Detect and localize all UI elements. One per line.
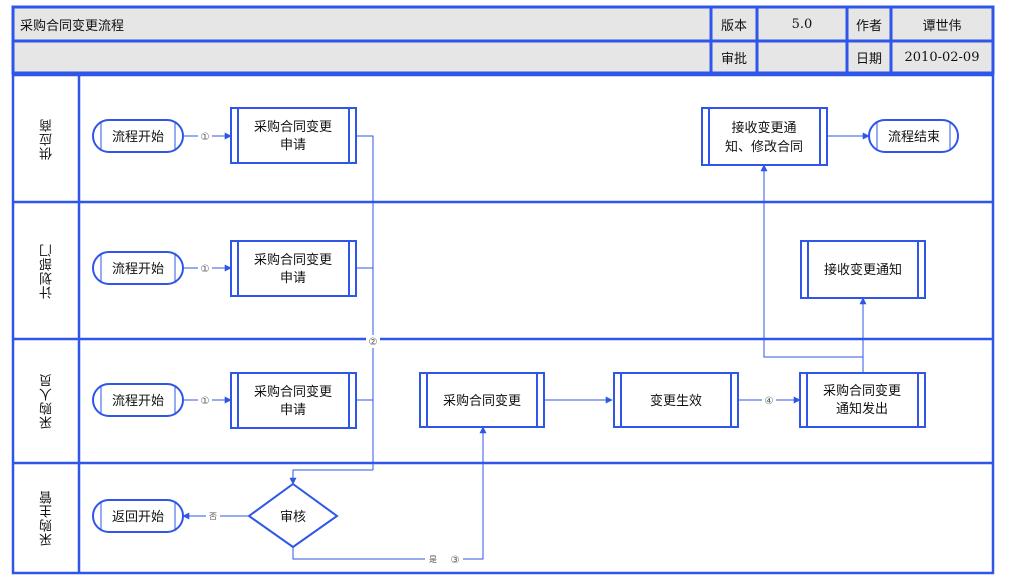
supplier-receive-text-1: 接收变更通	[731, 120, 796, 136]
arrow-review-change	[292, 426, 487, 560]
buyer-start-node	[92, 383, 184, 417]
plan-receive-text: 接收变更通知	[824, 262, 902, 278]
buyer-change-node	[419, 372, 545, 428]
approval-label-cell: 审批	[712, 42, 756, 72]
supplier-start-node	[92, 119, 184, 153]
page-title: 采购合同变更流程	[20, 18, 125, 34]
date-label-cell: 日期	[848, 42, 890, 72]
buyer-notify-text-2: 通知发出	[836, 401, 888, 417]
supplier-receive-text-2: 知、修改合同	[725, 139, 803, 155]
arrow-notify-supplier-receive	[760, 164, 864, 373]
supplier-apply-text-1: 采购合同变更	[254, 119, 332, 135]
return-start-node	[92, 499, 184, 533]
plan-start-node	[92, 251, 184, 285]
header-grid	[11, 5, 995, 75]
buyer-apply-text-1: 采购合同变更	[254, 384, 332, 400]
no-label: 否	[209, 512, 217, 521]
version-value-cell: 5.0	[758, 8, 846, 40]
buyer-effective-node	[613, 372, 739, 428]
buyer-start-text: 流程开始	[112, 394, 164, 409]
title-cell: 采购合同变更流程	[14, 8, 710, 40]
buyer-effective-text: 变更生效	[650, 393, 702, 409]
supplier-end-node	[868, 119, 959, 153]
step1-marker-plan: ①	[201, 264, 210, 275]
review-text: 审核	[280, 510, 306, 525]
supplier-apply-node	[230, 107, 357, 164]
step2-marker: ②	[369, 337, 378, 348]
date-value-cell: 2010-02-09	[892, 42, 992, 72]
buyer-change-text: 采购合同变更	[443, 393, 521, 409]
plan-apply-node	[230, 240, 357, 297]
supplier-start-text: 流程开始	[112, 130, 164, 145]
line-supplier-apply-merge	[356, 135, 374, 470]
date-value: 2010-02-09	[904, 49, 980, 65]
approval-value-cell	[758, 42, 846, 72]
date-label: 日期	[855, 51, 882, 67]
approval-label: 审批	[720, 51, 747, 67]
supplier-apply-text-2: 申请	[280, 138, 306, 153]
step1-marker-buyer: ①	[201, 396, 210, 407]
buyer-apply-node	[230, 372, 357, 429]
swimlane-grid	[11, 73, 995, 575]
author-value: 谭世伟	[922, 18, 962, 34]
version-label: 版本	[720, 18, 747, 34]
version-value: 5.0	[791, 16, 813, 32]
yes-label: 是	[429, 555, 437, 564]
step4-marker: ④	[765, 396, 774, 407]
plan-start-text: 流程开始	[112, 262, 164, 277]
plan-apply-text-1: 采购合同变更	[254, 252, 332, 268]
supplier-receive-node	[701, 107, 828, 166]
supplier-end-text: 流程结束	[888, 130, 940, 145]
plan-receive-node	[800, 240, 926, 299]
step1-marker-supplier: ①	[201, 132, 210, 143]
arrow-merge-review	[289, 469, 373, 485]
author-value-cell: 谭世伟	[892, 8, 992, 40]
version-label-cell: 版本	[712, 8, 756, 40]
buyer-notify-node	[799, 372, 926, 428]
plan-apply-text-2: 申请	[280, 271, 306, 286]
buyer-notify-text-1: 采购合同变更	[823, 383, 901, 399]
author-label: 作者	[855, 18, 882, 34]
step3-marker: ③	[451, 555, 460, 566]
author-label-cell: 作者	[848, 8, 890, 40]
header-blank-cell	[14, 42, 710, 72]
return-start-text: 返回开始	[112, 510, 164, 525]
buyer-apply-text-2: 申请	[280, 403, 306, 418]
connectors	[182, 132, 870, 560]
review-decision-node	[247, 482, 339, 549]
